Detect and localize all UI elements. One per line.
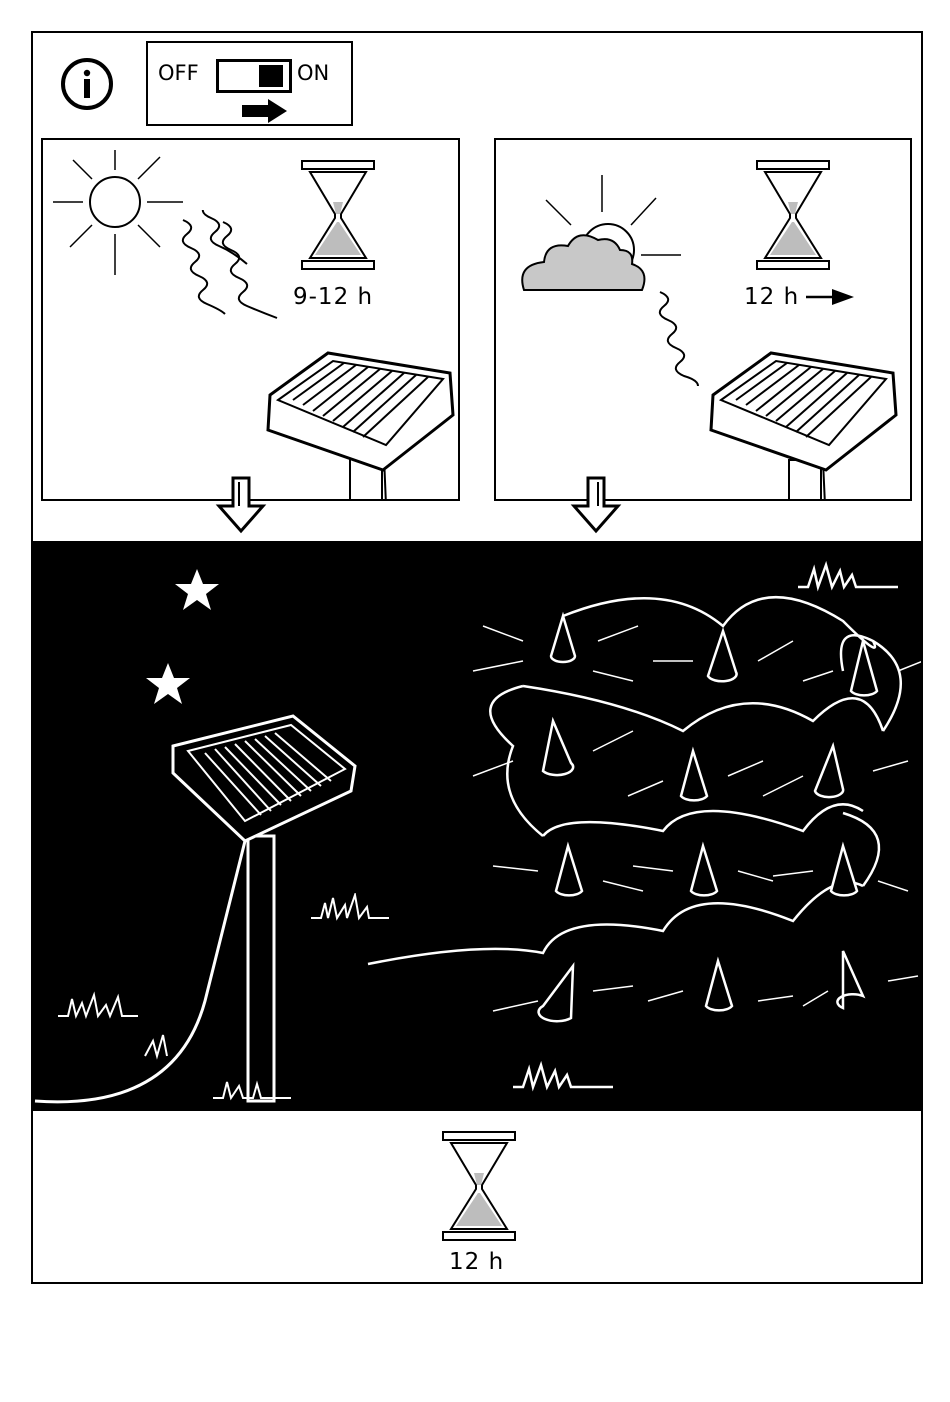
down-arrow-icon <box>215 476 267 534</box>
switch-off-label: OFF <box>158 61 199 85</box>
star-icon <box>144 661 192 707</box>
night-scene <box>33 541 921 1111</box>
down-arrow-icon <box>570 476 622 534</box>
hourglass-icon <box>442 1131 518 1243</box>
solar-panel-icon <box>258 345 460 501</box>
toggle-switch-icon <box>216 59 292 93</box>
hourglass-icon <box>756 160 832 272</box>
cloud-icon <box>516 170 686 300</box>
cloudy-charging-panel: 12 h <box>494 138 912 501</box>
arrow-right-icon <box>806 288 856 306</box>
run-time: 12 h <box>449 1249 504 1275</box>
string-lights-icon <box>363 581 921 1071</box>
sunny-charge-time: 9-12 h <box>293 284 373 310</box>
arrow-right-icon <box>242 99 288 123</box>
info-icon <box>58 55 116 113</box>
switch-on-label: ON <box>297 61 329 85</box>
grass-icon <box>58 991 148 1021</box>
star-icon <box>173 567 221 613</box>
grass-icon <box>213 1076 293 1104</box>
cloudy-charge-time: 12 h <box>744 284 799 310</box>
grass-icon <box>143 1031 173 1061</box>
solar-panel-icon <box>701 345 906 501</box>
power-switch-instruction: OFF ON <box>146 41 353 126</box>
sunny-charging-panel: 9-12 h <box>41 138 460 501</box>
hourglass-icon <box>301 160 377 272</box>
